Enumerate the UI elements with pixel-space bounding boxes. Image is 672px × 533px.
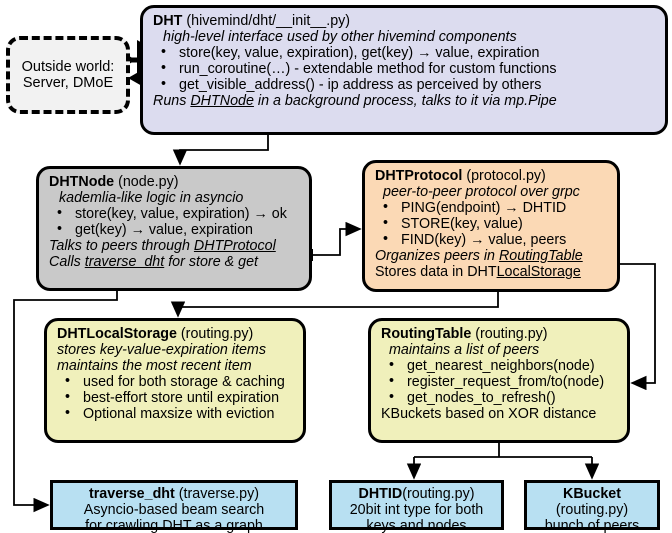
dht-bullet-2: get_visible_address() - ip address as pe… bbox=[153, 76, 657, 93]
dht-subtitle: high-level interface used by other hivem… bbox=[163, 29, 517, 45]
dhtnode-subtitle: kademlia-like logic in asyncio bbox=[59, 190, 244, 206]
dhtprotocol-header: DHTProtocol (protocol.py) bbox=[375, 168, 609, 184]
routingtable-header: RoutingTable (routing.py) bbox=[381, 326, 619, 342]
outside-world-line1: Outside world: bbox=[21, 58, 115, 75]
routingtable-node: RoutingTable (routing.py) maintains a li… bbox=[368, 318, 630, 443]
traverse-dht-header: traverse_dht (traverse.py) bbox=[53, 486, 295, 502]
dht-footer-link-dhtnode[interactable]: DHTNode bbox=[190, 93, 254, 109]
dhtnode-link-traverse-dht[interactable]: traverse_dht bbox=[84, 254, 165, 270]
dhtprotocol-node: DHTProtocol (protocol.py) peer-to-peer p… bbox=[362, 160, 620, 292]
dhtnode-footer2-post: for store & get bbox=[164, 254, 259, 270]
wire-dhtnode-to-dhtprotocol bbox=[311, 221, 362, 261]
dhtprotocol-bullet-2: FIND(key) → value, peers bbox=[375, 231, 609, 248]
dhtnode-footer2-pre: Calls bbox=[49, 254, 85, 270]
dht-footer-post: in a background process, talks to it via… bbox=[253, 93, 557, 109]
dhtnode-bullet-1: get(key) → value, expiration bbox=[49, 221, 301, 238]
dht-title: DHT bbox=[153, 13, 183, 29]
dhtnode-module: (node.py) bbox=[114, 174, 179, 190]
routingtable-subtitle: maintains a list of peers bbox=[389, 342, 540, 358]
traverse-dht-line1: Asyncio-based beam search bbox=[83, 502, 265, 518]
kbucket-line1: bunch of peers bbox=[544, 518, 640, 533]
traverse-dht-module: (traverse.py) bbox=[174, 486, 260, 502]
dhtlocalstorage-subtitle-2: maintains the most recent item bbox=[57, 358, 252, 374]
routingtable-bullet-2: get_nodes_to_refresh() bbox=[381, 389, 619, 406]
dhtnode-footer1-pre: Talks to peers through bbox=[49, 238, 194, 254]
dhtid-line1: 20bit int type for both bbox=[349, 502, 484, 518]
dht-footer-pre: Runs bbox=[153, 93, 191, 109]
wire-dhtprotocol-to-localstorage bbox=[170, 292, 499, 318]
dhtprotocol-subtitle: peer-to-peer protocol over grpc bbox=[383, 184, 580, 200]
routingtable-bullet-1: register_request_from/to(node) bbox=[381, 373, 619, 390]
dhtprotocol-footer2-pre: Stores data in DHT bbox=[375, 264, 497, 280]
dht-header: DHT (hivemind/dht/__init__.py) bbox=[153, 13, 657, 29]
dhtprotocol-module: (protocol.py) bbox=[462, 168, 546, 184]
dht-bullet-1: run_coroutine(…) - extendable method for… bbox=[153, 60, 657, 77]
dhtlocalstorage-title: DHTLocalStorage bbox=[57, 326, 177, 342]
dhtlocalstorage-bullet-1: best-effort store until expiration bbox=[57, 389, 295, 406]
dhtprotocol-footer-1: Organizes peers in RoutingTable bbox=[375, 248, 609, 264]
dhtprotocol-link-localstorage[interactable]: LocalStorage bbox=[496, 264, 581, 280]
kbucket-node: KBucket (routing.py) bunch of peers bbox=[524, 480, 660, 533]
dhtlocalstorage-bullet-2: Optional maxsize with eviction bbox=[57, 405, 295, 422]
dhtid-node: DHTID(routing.py) 20bit int type for bot… bbox=[329, 480, 504, 533]
dhtprotocol-bullet-1: STORE(key, value) bbox=[375, 215, 609, 232]
dhtnode-link-dhtprotocol[interactable]: DHTProtocol bbox=[193, 238, 276, 254]
dhtnode-footer-2: Calls traverse_dht for store & get bbox=[49, 254, 301, 270]
dhtid-header: DHTID(routing.py) bbox=[332, 486, 501, 502]
wire-routingtable-to-leaves bbox=[406, 443, 600, 480]
traverse-dht-line2: for crawling DHT as a graph bbox=[85, 518, 263, 533]
dht-bullet-0: store(key, value, expiration), get(key) … bbox=[153, 44, 657, 61]
dhtid-module: (routing.py) bbox=[402, 486, 475, 502]
dht-module: (hivemind/dht/__init__.py) bbox=[182, 13, 351, 29]
dhtprotocol-footer-2: Stores data in DHTLocalStorage bbox=[375, 264, 609, 280]
dhtnode-node: DHTNode (node.py) kademlia-like logic in… bbox=[36, 166, 312, 291]
kbucket-title: KBucket bbox=[563, 486, 621, 502]
dhtlocalstorage-bullet-0: used for both storage & caching bbox=[57, 373, 295, 390]
dhtid-line2: keys and nodes bbox=[366, 518, 467, 533]
dhtnode-header: DHTNode (node.py) bbox=[49, 174, 301, 190]
dhtprotocol-title: DHTProtocol bbox=[375, 168, 463, 184]
traverse-dht-title: traverse_dht bbox=[88, 486, 175, 502]
dhtnode-bullet-0: store(key, value, expiration) → ok bbox=[49, 205, 301, 222]
routingtable-footer: KBuckets based on XOR distance bbox=[381, 406, 597, 422]
routingtable-title: RoutingTable bbox=[381, 326, 472, 342]
dhtprotocol-bullet-0: PING(endpoint) → DHTID bbox=[375, 199, 609, 216]
dht-footer: Runs DHTNode in a background process, ta… bbox=[153, 93, 657, 109]
dhtlocalstorage-header: DHTLocalStorage (routing.py) bbox=[57, 326, 295, 342]
outside-world-node: Outside world: Server, DMoE bbox=[6, 36, 130, 114]
dhtprotocol-footer1-pre: Organizes peers in bbox=[375, 248, 499, 264]
dht-node: DHT (hivemind/dht/__init__.py) high-leve… bbox=[140, 5, 668, 135]
outside-world-line2: Server, DMoE bbox=[22, 75, 114, 91]
dhtprotocol-link-routingtable[interactable]: RoutingTable bbox=[498, 248, 583, 264]
dhtid-title: DHTID bbox=[358, 486, 403, 502]
dhtnode-footer-1: Talks to peers through DHTProtocol bbox=[49, 238, 301, 254]
routingtable-module: (routing.py) bbox=[471, 326, 548, 342]
dhtlocalstorage-node: DHTLocalStorage (routing.py) stores key-… bbox=[44, 318, 306, 443]
kbucket-module: (routing.py) bbox=[555, 502, 629, 518]
dhtnode-title: DHTNode bbox=[49, 174, 115, 190]
routingtable-bullet-0: get_nearest_neighbors(node) bbox=[381, 357, 619, 374]
dhtlocalstorage-module: (routing.py) bbox=[176, 326, 254, 342]
dhtlocalstorage-subtitle-1: stores key-value-expiration items bbox=[57, 342, 266, 358]
traverse-dht-node: traverse_dht (traverse.py) Asyncio-based… bbox=[50, 480, 298, 533]
